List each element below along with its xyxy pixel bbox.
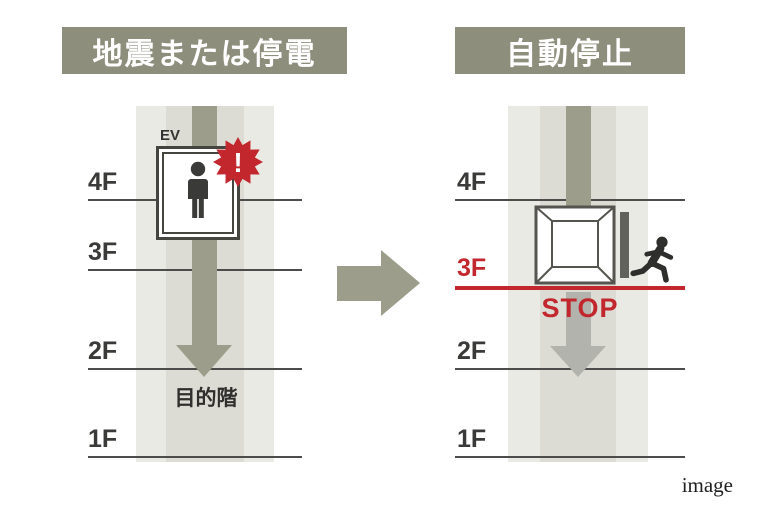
transition-arrow-body: [337, 266, 381, 301]
left-floor-line-1f: [88, 456, 302, 458]
elevator-open-door-panel: [620, 212, 629, 278]
elevator-cab-open-icon: [534, 205, 618, 287]
right-cancelled-arrow-head: [550, 346, 606, 377]
warning-starburst-icon: !: [212, 136, 264, 188]
left-panel-title: 地震または停電: [62, 27, 347, 74]
passenger-icon: [178, 160, 218, 227]
destination-floor-label: 目的階: [174, 387, 238, 410]
left-floor-label-3f: 3F: [88, 238, 118, 266]
right-floor-label-1f: 1F: [457, 425, 487, 453]
ev-label: EV: [160, 127, 181, 144]
left-floor-label-4f: 4F: [88, 168, 118, 196]
right-floor-label-2f: 2F: [457, 337, 487, 365]
image-watermark: image: [681, 473, 733, 497]
elevator-cab-frame: [162, 152, 234, 234]
right-panel-title: 自動停止: [455, 27, 685, 74]
stop-label: STOP: [541, 293, 619, 323]
transition-arrow-head: [381, 250, 420, 316]
warning-exclamation: !: [233, 147, 242, 178]
running-person-icon: [630, 231, 678, 287]
right-descent-arrow-shaft: [566, 106, 591, 212]
left-floor-label-1f: 1F: [88, 425, 118, 453]
right-cancelled-arrow-shaft: [566, 292, 591, 346]
left-floor-label-2f: 2F: [88, 337, 118, 365]
left-down-arrow-head: [176, 345, 232, 377]
right-floor-line-1f: [455, 456, 685, 458]
right-floor-label-3f-stop: 3F: [457, 254, 487, 282]
right-floor-label-4f: 4F: [457, 168, 487, 196]
stop-floor-red-line: [455, 286, 685, 290]
